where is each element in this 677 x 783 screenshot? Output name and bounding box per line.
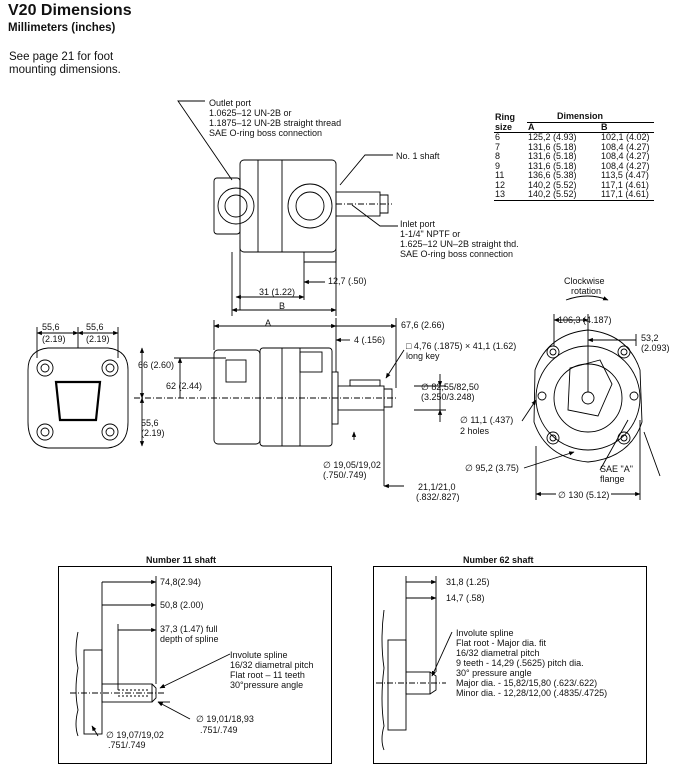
dim-55-6-v-in: (2.19) xyxy=(141,428,165,438)
foot-mounting-note: See page 21 for foot mounting dimensions… xyxy=(9,51,121,76)
dim-95-2: ∅ 95,2 (3.75) xyxy=(465,463,519,473)
dim-19-01: ∅ 19,01/18,93 xyxy=(196,714,254,724)
col-b-header: B xyxy=(601,121,608,132)
holes-label-2: 2 holes xyxy=(460,426,490,436)
dim-4: 4 (.156) xyxy=(354,335,386,345)
dim-55-6-right-in: (2.19) xyxy=(86,334,110,344)
dim-19-05-in: (.750/.749) xyxy=(323,470,367,480)
shaft-62-spline-spec: Involute spline Flat root - Major dia. f… xyxy=(456,628,608,698)
shaft-62-box xyxy=(373,566,647,764)
dim-37-3-b: depth of spline xyxy=(160,634,219,644)
rotation-label: Clockwise xyxy=(564,276,605,286)
dim-74-8: 74,8(2.94) xyxy=(160,577,202,587)
top-view-pump xyxy=(213,159,392,316)
side-view-pump xyxy=(200,347,396,447)
dim-55-6-left: 55,6 xyxy=(42,322,60,332)
dim-21-1: 21,1/21,0 xyxy=(418,482,456,492)
dim-67-6: 67,6 (2.66) xyxy=(401,320,445,330)
key-label: □ 4,76 (.1875) × 41,1 (1.62) xyxy=(406,341,517,351)
dim-19-01-in: .751/.749 xyxy=(200,725,238,735)
col-a-header: A xyxy=(528,121,535,132)
dim-50-8: 50,8 (2.00) xyxy=(160,600,204,610)
ring-size-header: Ring size xyxy=(495,112,515,132)
dim-12-7: 12,7 (.50) xyxy=(328,276,367,286)
dim-37-3: 37,3 (1.47) full xyxy=(160,624,218,634)
dim-82-55-in: (3.250/3.248) xyxy=(421,392,475,402)
shaft-11-box xyxy=(58,566,332,764)
dim-53-2-in: (2.093) xyxy=(641,343,670,353)
dim-19-07-in: .751/.749 xyxy=(108,740,146,750)
dim-31-8: 31,8 (1.25) xyxy=(446,577,490,587)
page-subtitle: Millimeters (inches) xyxy=(8,22,116,34)
no1-shaft-label: No. 1 shaft xyxy=(396,151,440,161)
shaft-11-drawing xyxy=(70,631,166,737)
dim-a: A xyxy=(265,318,272,328)
dim-53-2: 53,2 xyxy=(641,333,659,343)
shaft-11-spline-spec: Involute spline 16/32 diametral pitch Fl… xyxy=(230,650,314,690)
dim-55-6-v: 55,6 xyxy=(141,418,159,428)
shaft-62-title: Number 62 shaft xyxy=(463,555,534,565)
dim-19-05: ∅ 19,05/19,02 xyxy=(323,460,381,470)
sae-flange-label: SAE "A" xyxy=(600,464,633,474)
holes-label: ∅ 11,1 (.437) xyxy=(460,415,514,425)
dim-14-7: 14,7 (.58) xyxy=(446,593,485,603)
page-title: V20 Dimensions xyxy=(8,2,132,19)
dim-21-1-in: (.832/.827) xyxy=(416,492,460,502)
dim-b: B xyxy=(279,301,286,311)
dimension-header: Dimension xyxy=(527,111,654,123)
dim-19-07: ∅ 19,07/19,02 xyxy=(106,730,164,740)
shaft-11-title: Number 11 shaft xyxy=(146,555,217,565)
dim-66: 66 (2.60) xyxy=(138,360,175,370)
inlet-port-label: Inlet port 1-1/4" NPTF or 1.625–12 UN–2B… xyxy=(400,219,519,259)
dim-55-6-right: 55,6 xyxy=(86,322,104,332)
dim-130: ∅ 130 (5.12) xyxy=(556,490,612,500)
dim-31: 31 (1.22) xyxy=(259,287,296,297)
sae-flange-label-2: flange xyxy=(600,474,625,484)
rotation-label-2: rotation xyxy=(571,286,602,296)
dim-62: 62 (2.44) xyxy=(166,381,203,391)
outlet-port-label: Outlet port 1.0625–12 UN-2B or 1.1875–12… xyxy=(209,98,342,138)
dim-55-6-left-in: (2.19) xyxy=(42,334,66,344)
dim-106-3: 106,3 (4.187) xyxy=(558,315,612,325)
key-label-2: long key xyxy=(406,351,440,361)
rear-view-pump xyxy=(27,347,129,449)
dim-82-55: ∅ 82,55/82,50 xyxy=(421,382,479,392)
